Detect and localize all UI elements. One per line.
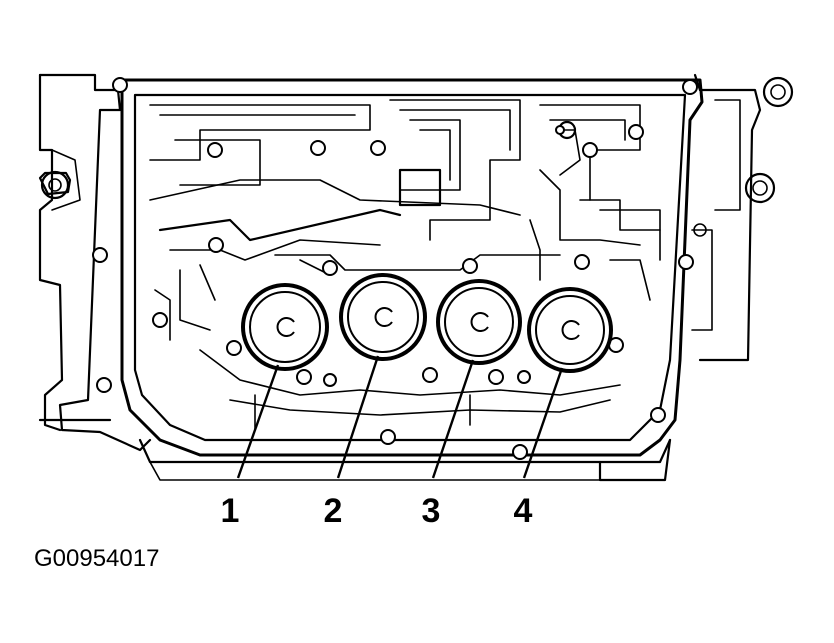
valve-body-plate [120, 78, 704, 482]
piston-1 [241, 283, 329, 371]
leader-lines [236, 355, 564, 479]
valve-channels [149, 99, 661, 431]
right-case [691, 73, 794, 362]
leader-line-3 [431, 359, 475, 479]
leader-line-1 [236, 364, 280, 479]
transmission-case [38, 73, 152, 452]
callout-2: 2 [324, 492, 343, 530]
leader-line-4 [522, 367, 564, 479]
callout-3: 3 [422, 492, 441, 530]
bolt-holes [92, 77, 698, 460]
callout-1: 1 [221, 492, 240, 530]
figure-id: G00954017 [34, 545, 160, 572]
piston-4 [527, 287, 613, 373]
piston-2 [339, 273, 427, 361]
callout-4: 4 [514, 492, 533, 530]
piston-3 [436, 279, 522, 365]
accumulator-pistons [241, 273, 613, 373]
leader-line-2 [336, 355, 380, 479]
